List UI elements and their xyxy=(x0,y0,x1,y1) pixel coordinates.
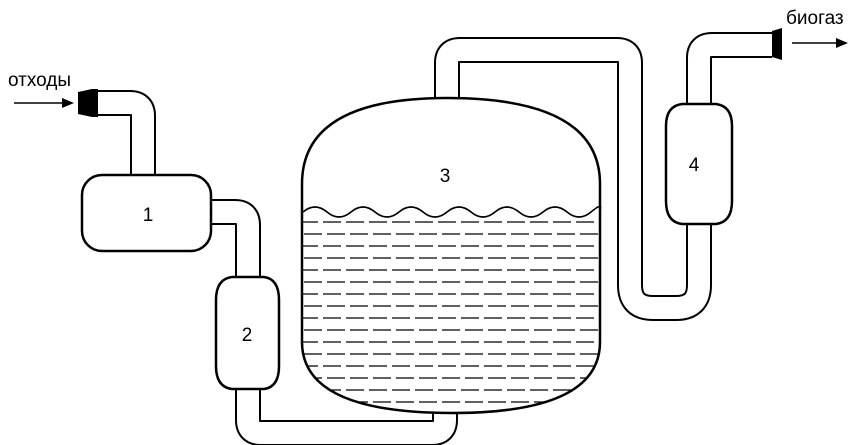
input-label: отходы xyxy=(8,70,71,91)
output-arrow-icon xyxy=(792,38,848,48)
pipe-unit-4-to-outlet xyxy=(686,32,772,110)
unit-1-number: 1 xyxy=(143,205,154,226)
liquid-surface xyxy=(302,205,602,218)
unit-4-tank xyxy=(664,102,734,226)
pipe-unit-1-to-unit-2 xyxy=(205,199,261,280)
unit-2-number: 2 xyxy=(242,325,253,346)
unit-3-number: 3 xyxy=(440,166,451,187)
unit-4-number: 4 xyxy=(689,155,700,176)
pipes xyxy=(90,32,772,445)
outlet-funnel xyxy=(772,28,782,60)
unit-1-tank xyxy=(80,173,213,253)
input-arrow-icon xyxy=(14,98,74,108)
output-label: биогаз xyxy=(786,8,844,29)
pipe-digester-to-unit-4 xyxy=(434,37,712,321)
unit-2-tank xyxy=(214,275,281,391)
pipe-inlet-to-unit-1 xyxy=(90,90,156,175)
pipe-unit-2-to-digester xyxy=(235,385,458,445)
inlet-funnel xyxy=(78,89,98,117)
